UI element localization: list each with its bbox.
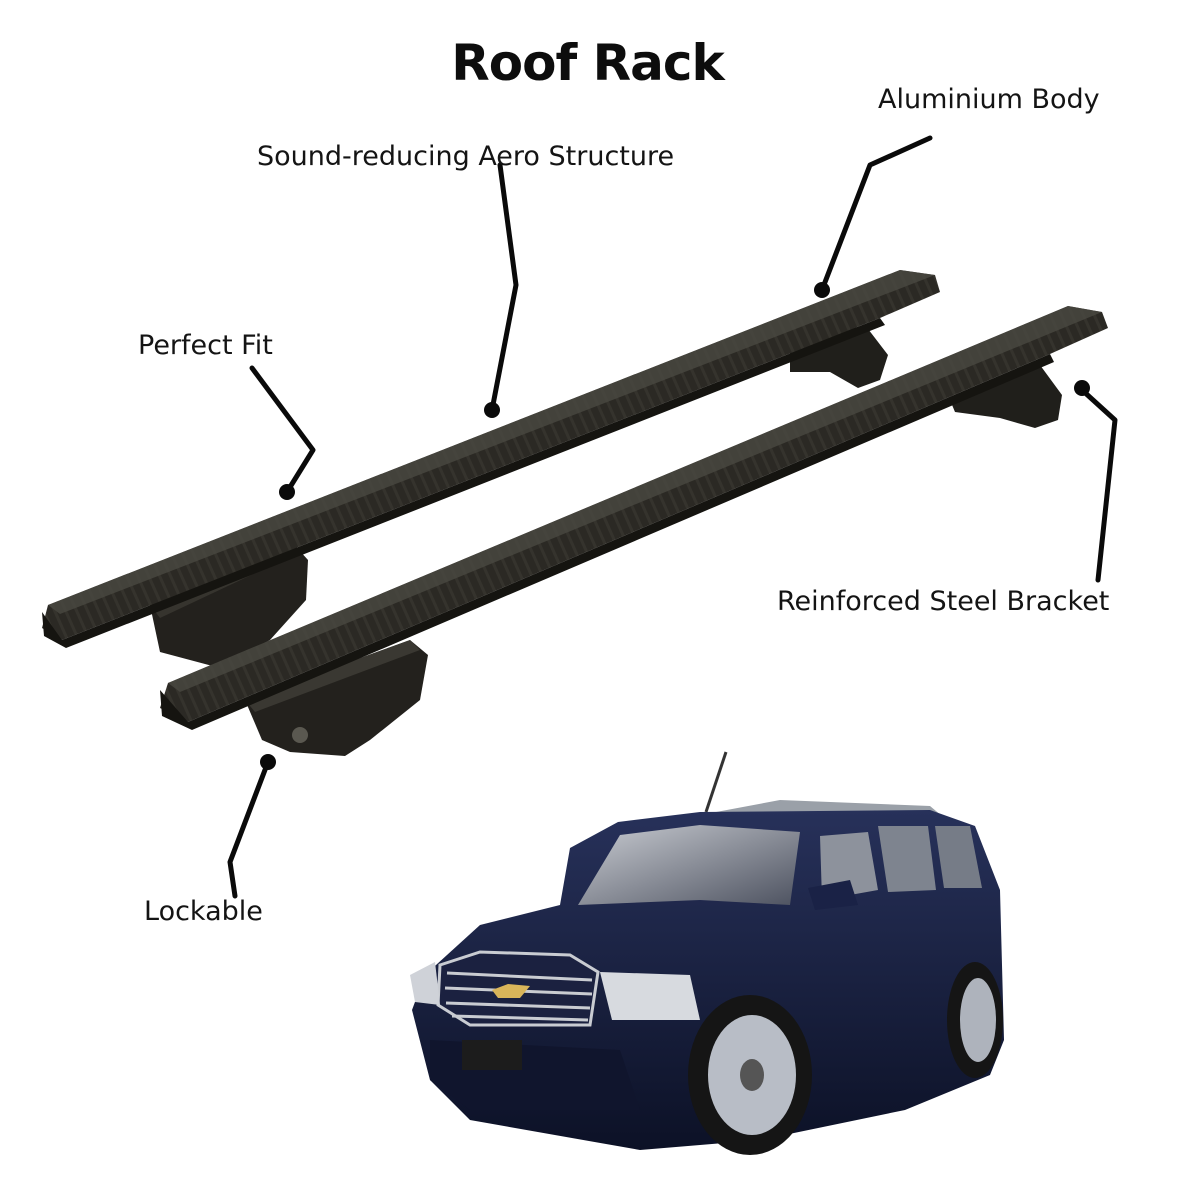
car-side-window-rear [935, 826, 982, 888]
dot-aero [484, 402, 500, 418]
callout-lockable: Lockable [144, 896, 263, 927]
leader-aluminium [819, 135, 933, 293]
page-title: Roof Rack [451, 34, 725, 92]
car-bumper [430, 1040, 640, 1110]
leader-dots [260, 282, 1090, 770]
rear-bar-foot-left [150, 540, 308, 668]
front-bar-body [160, 306, 1108, 722]
callout-steel-bracket: Reinforced Steel Bracket [777, 586, 1110, 617]
car-headlight-right [600, 972, 700, 1020]
car-windshield [578, 825, 800, 905]
car-image [410, 751, 1004, 1155]
roof-bar-front [160, 306, 1108, 756]
front-bar-foot-left [245, 640, 428, 756]
car-side-window-mid [878, 826, 936, 892]
front-bar-foot-right [950, 365, 1062, 428]
roof-bar-rear [42, 270, 940, 668]
leader-aero [489, 162, 519, 413]
car-headlight-left [410, 962, 440, 1005]
rear-bar-body [42, 270, 940, 640]
car-antenna [704, 751, 728, 813]
dot-aluminium [814, 282, 830, 298]
callout-aluminium-body: Aluminium Body [878, 84, 1100, 115]
callout-aero-structure: Sound-reducing Aero Structure [257, 141, 675, 172]
dot-fit [279, 484, 295, 500]
callout-perfect-fit: Perfect Fit [138, 330, 273, 361]
car-license-plate [462, 1040, 522, 1070]
leader-bracket [1079, 387, 1118, 583]
leader-lines [227, 135, 1118, 899]
car-wheel-front [688, 995, 812, 1155]
car-side-mirror [808, 880, 858, 910]
car-wheel-rear [947, 962, 1003, 1078]
leader-lock [227, 759, 271, 899]
chevrolet-logo [492, 984, 530, 998]
dot-bracket [1074, 380, 1090, 396]
dot-lock [260, 754, 276, 770]
leader-fit [249, 365, 316, 495]
